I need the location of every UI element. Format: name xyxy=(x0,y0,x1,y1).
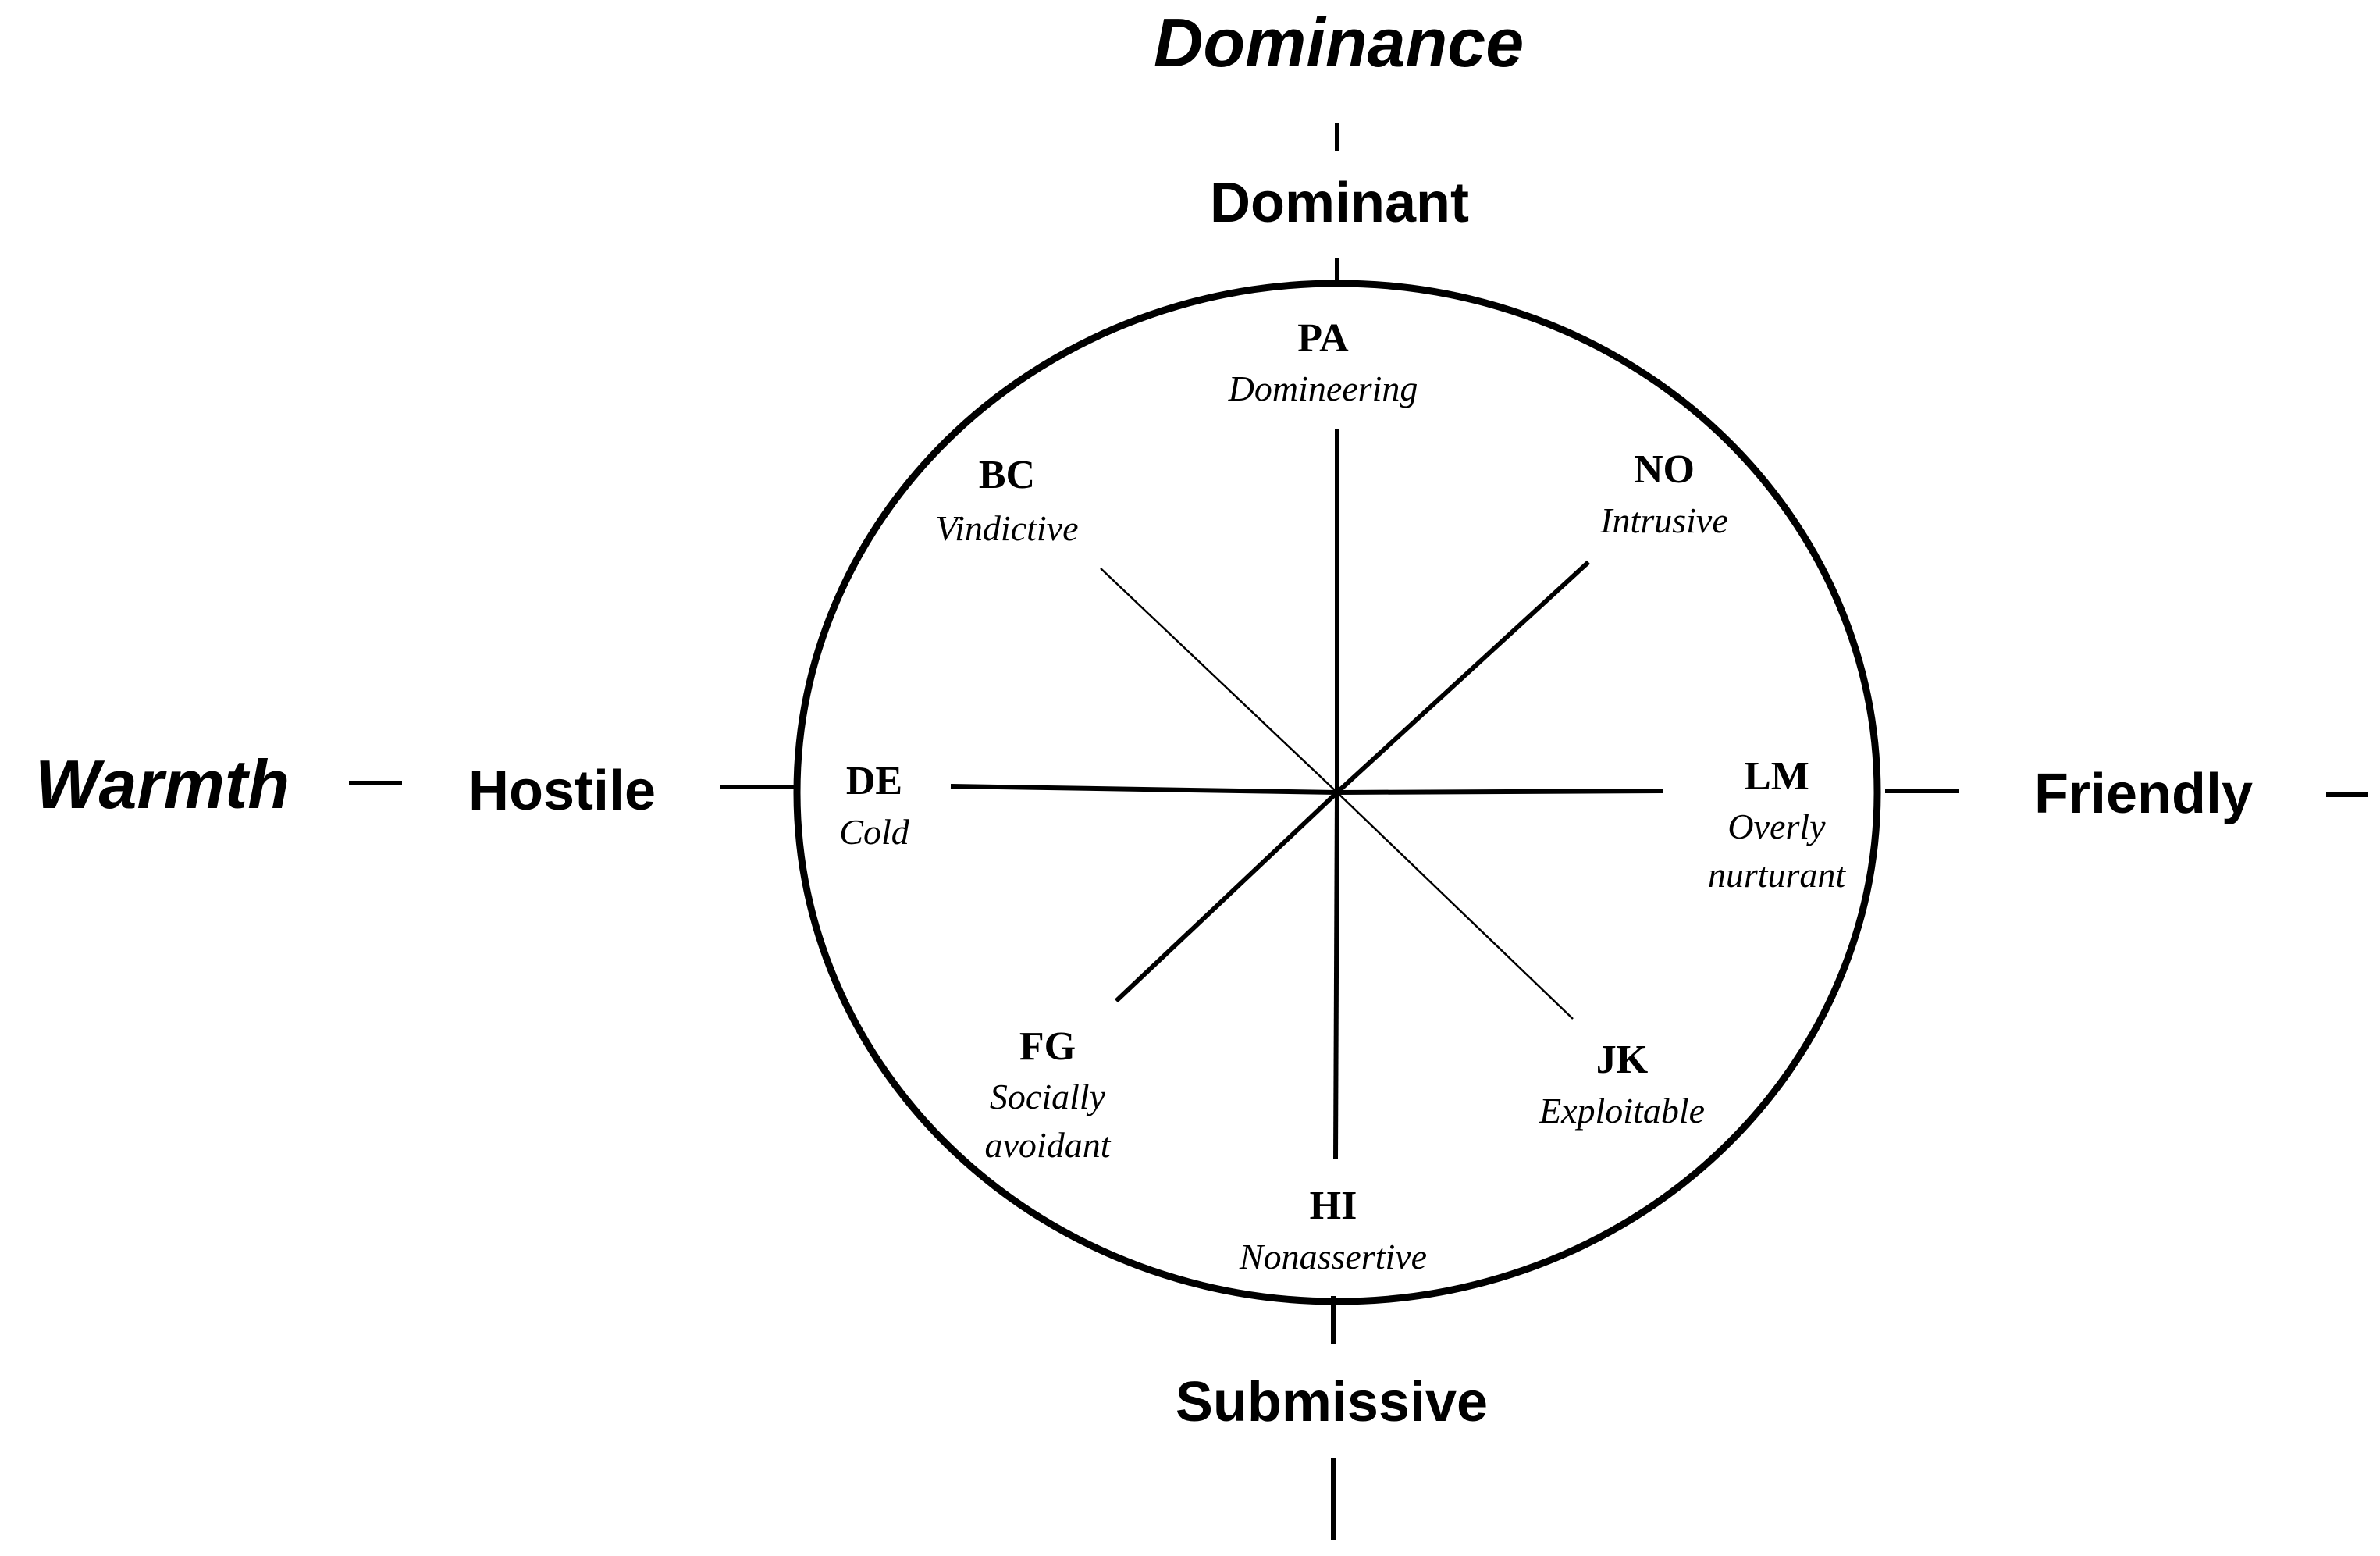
octant-no: NO Intrusive xyxy=(1599,447,1728,540)
octant-desc: Socially xyxy=(990,1077,1106,1116)
octant-desc: Exploitable xyxy=(1539,1091,1705,1131)
octant-bc: BC Vindictive xyxy=(935,453,1078,548)
octant-lm: LM Overly nurturant xyxy=(1708,754,1847,895)
octant-jk: JK Exploitable xyxy=(1539,1038,1705,1131)
submissive-pole-label: Submissive xyxy=(1176,1371,1488,1433)
spoke-diagonal-upper-left xyxy=(1100,568,1338,793)
friendly-pole-label: Friendly xyxy=(2034,763,2253,825)
octant-pa: PA Domineering xyxy=(1228,316,1418,408)
spoke-diagonal-lower-left xyxy=(1114,790,1339,1003)
warmth-axis-title: Warmth xyxy=(35,746,290,823)
octant-code: PA xyxy=(1297,316,1349,361)
octant-code: NO xyxy=(1634,447,1695,492)
octant-code: LM xyxy=(1744,754,1809,799)
spoke-horizontal-right xyxy=(1336,789,1663,795)
octant-hi: HI Nonassertive xyxy=(1239,1184,1427,1276)
spoke-vertical-bottom xyxy=(1333,792,1339,1160)
octant-code: FG xyxy=(1019,1024,1076,1069)
octant-desc: avoidant xyxy=(985,1125,1112,1165)
spoke-diagonal-lower-right xyxy=(1336,792,1574,1020)
octant-desc: Vindictive xyxy=(935,508,1078,548)
octant-desc: Nonassertive xyxy=(1239,1237,1427,1276)
octant-de: DE Cold xyxy=(839,759,909,852)
octant-desc: Intrusive xyxy=(1599,500,1728,540)
octant-desc: Overly xyxy=(1727,806,1826,846)
octant-desc: Cold xyxy=(839,812,909,852)
hostile-pole-label: Hostile xyxy=(468,760,656,822)
octant-code: DE xyxy=(846,759,902,803)
octant-code: BC xyxy=(979,453,1035,497)
spoke-horizontal-left xyxy=(950,784,1338,795)
octant-code: HI xyxy=(1310,1184,1357,1228)
dominance-axis-title: Dominance xyxy=(1154,4,1524,81)
octant-fg: FG Socially avoidant xyxy=(985,1024,1112,1165)
octant-desc: Domineering xyxy=(1228,369,1418,408)
spoke-diagonal-upper-right xyxy=(1335,560,1591,795)
circumplex-circle xyxy=(793,280,1881,1305)
octant-code: JK xyxy=(1596,1038,1649,1082)
dominant-pole-label: Dominant xyxy=(1210,172,1469,234)
octant-desc: nurturant xyxy=(1708,855,1847,895)
